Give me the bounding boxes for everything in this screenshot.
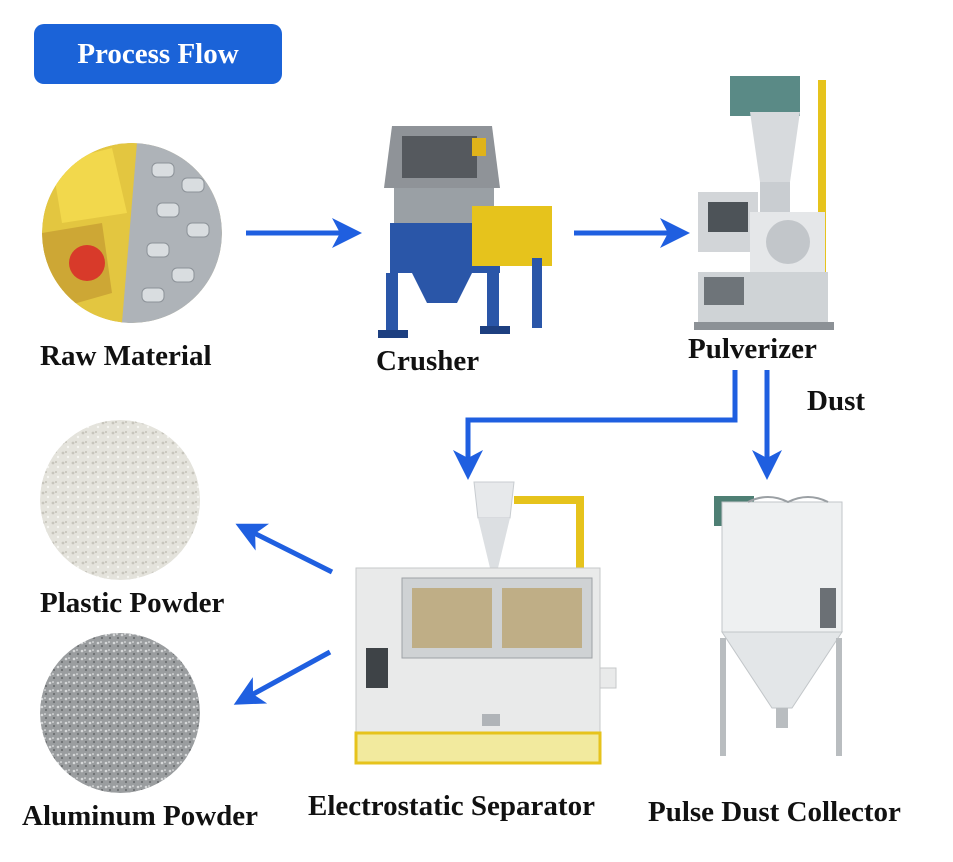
label-plastic-powder: Plastic Powder [40, 587, 225, 619]
plastic-powder-image [40, 420, 200, 580]
page-title: Process Flow [77, 38, 239, 70]
pulverizer-image [690, 72, 840, 334]
label-dust: Dust [807, 385, 866, 417]
arrow-pulverizer-to-separator [453, 370, 738, 480]
label-crusher: Crusher [376, 345, 480, 377]
pulse-dust-collector-image [708, 488, 848, 758]
arrow-separator-to-aluminum-powder [233, 649, 332, 705]
crusher-image [372, 118, 560, 348]
label-aluminum-powder: Aluminum Powder [22, 800, 259, 832]
label-raw-material: Raw Material [40, 340, 212, 372]
electrostatic-separator-image [352, 478, 622, 770]
label-electrostatic-separator: Electrostatic Separator [308, 790, 595, 822]
label-pulse-dust-collector: Pulse Dust Collector [648, 796, 901, 828]
aluminum-powder-image [40, 633, 200, 793]
label-pulverizer: Pulverizer [688, 333, 817, 365]
process-flow-header: Process Flow [34, 24, 282, 84]
arrow-separator-to-plastic-powder [235, 523, 334, 575]
